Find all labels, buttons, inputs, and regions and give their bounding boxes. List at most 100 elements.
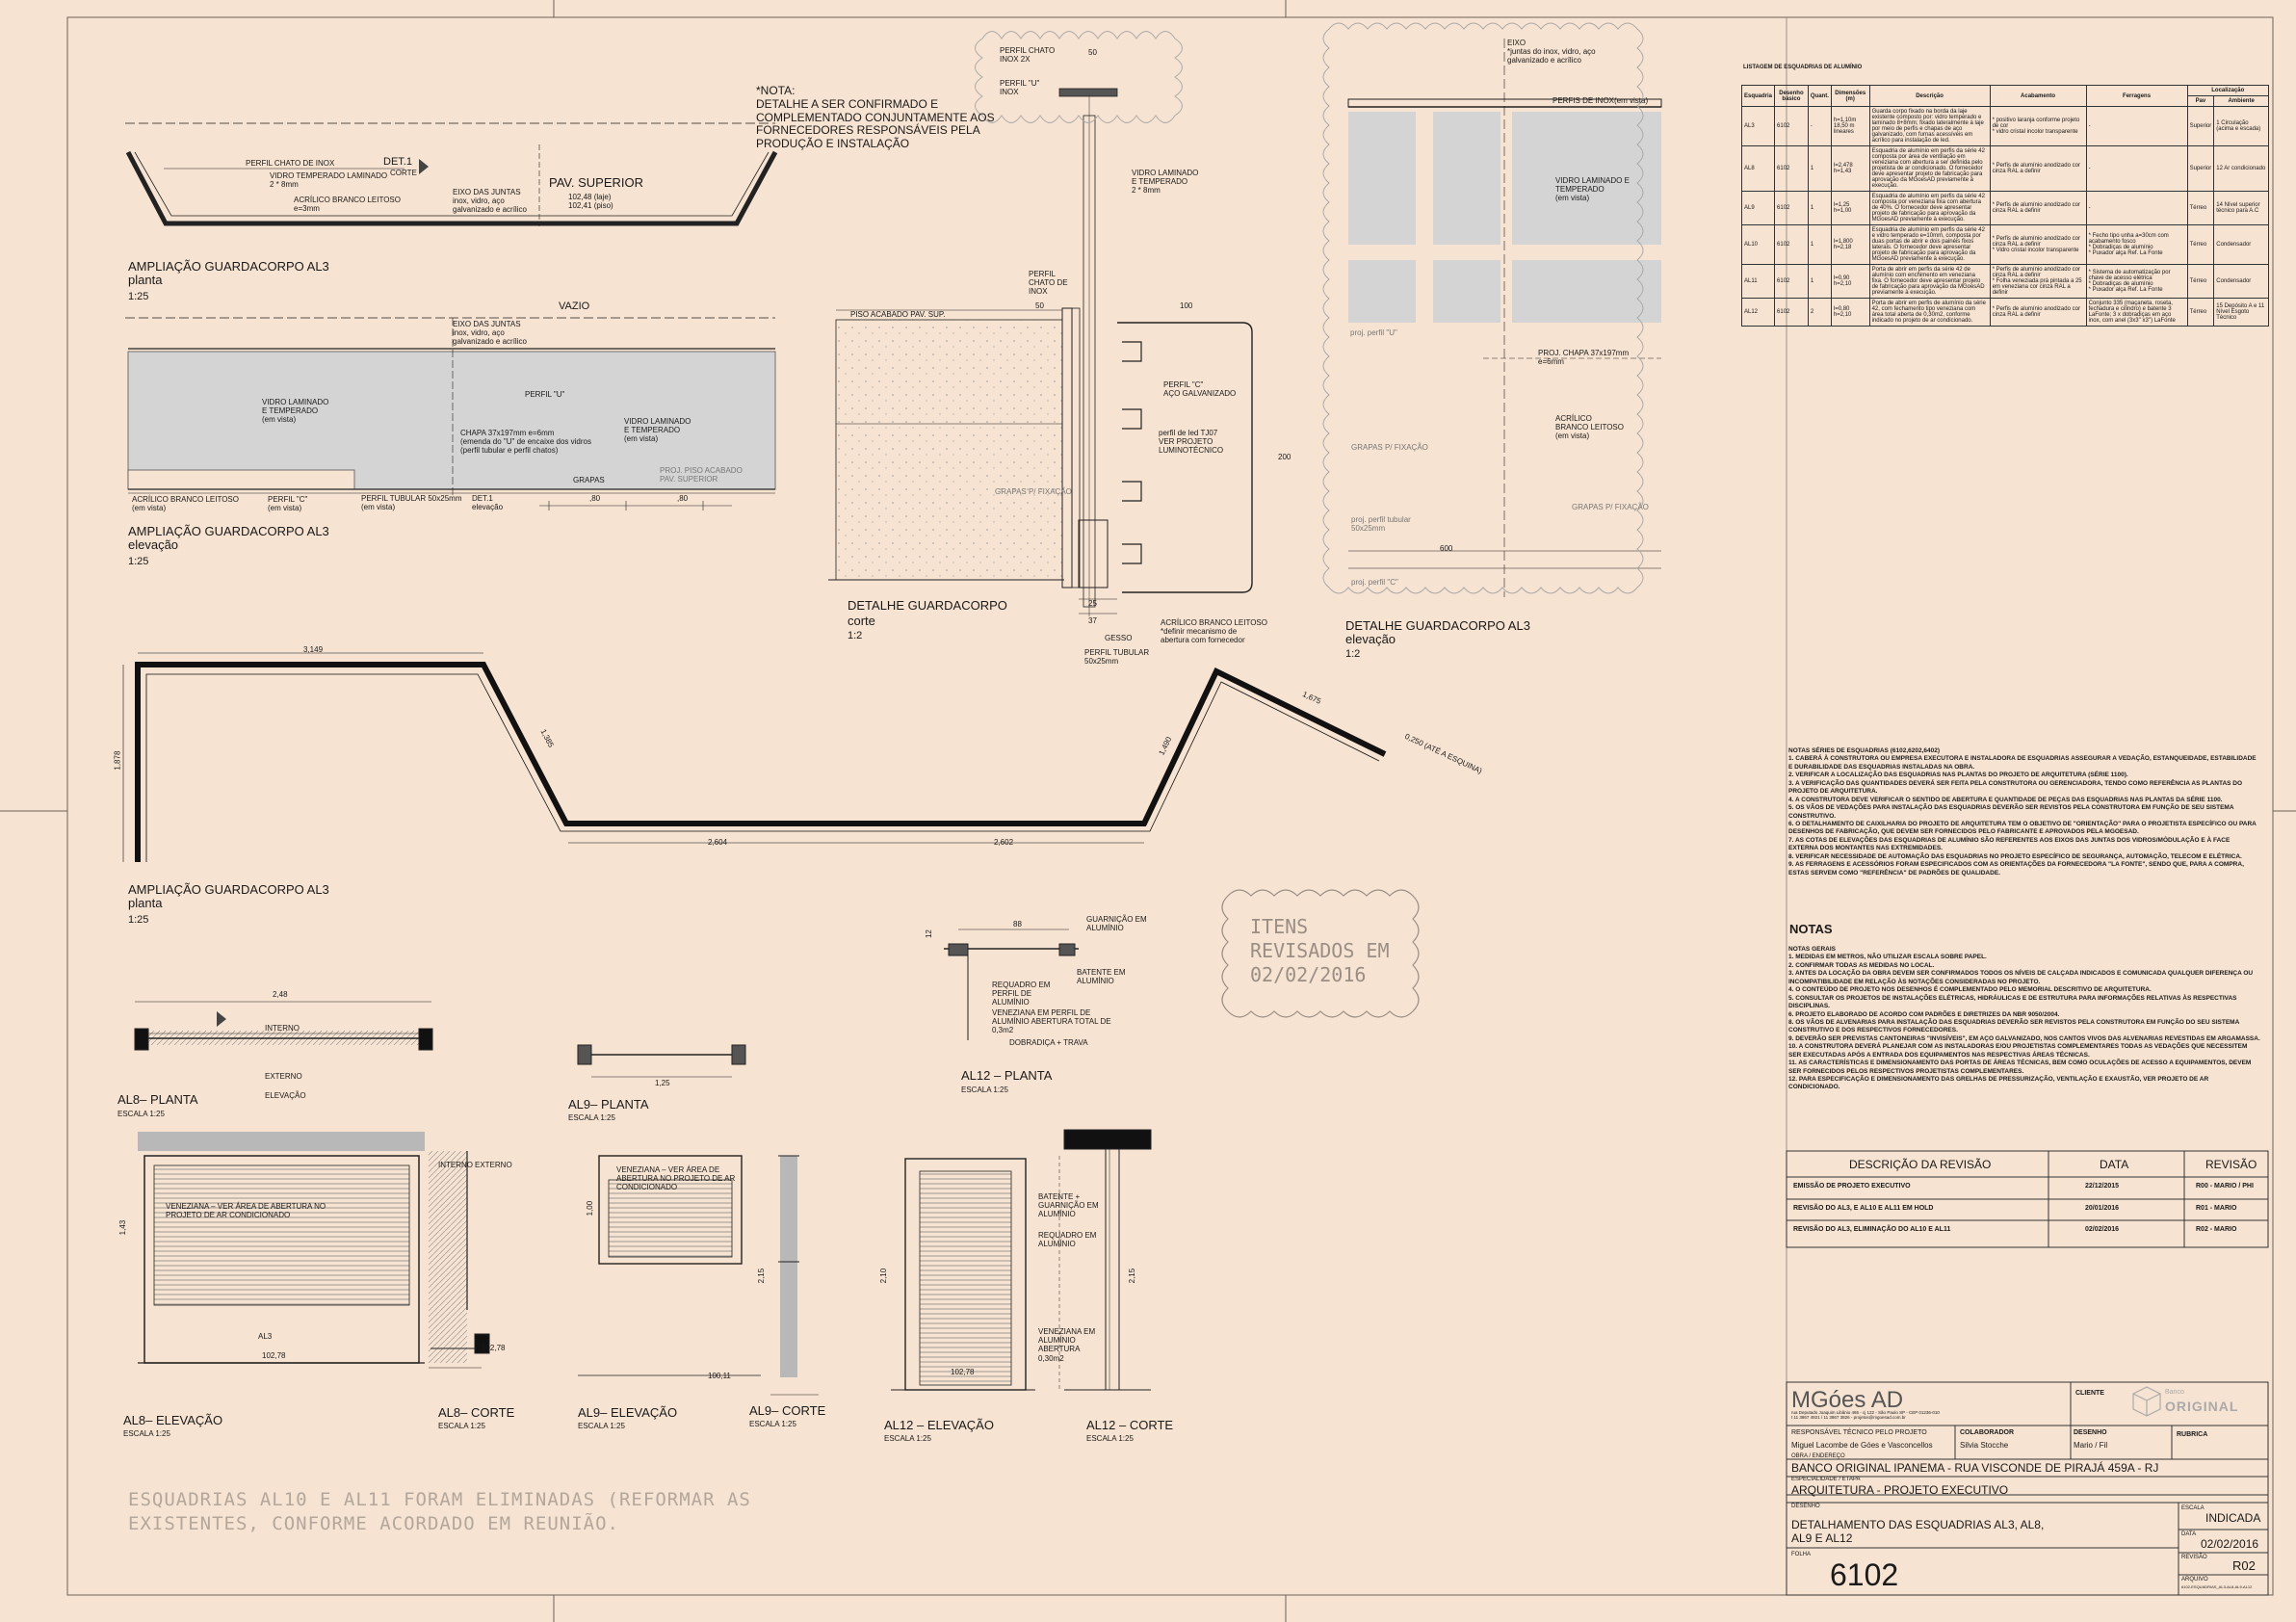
listing-cell: Porta de abrir em perfis da série 42 de …	[1868, 264, 1991, 299]
title-al3-planta-big: AMPLIAÇÃO GUARDACORPO AL3	[128, 882, 329, 897]
title-al12-corte: AL12 – CORTE	[1086, 1418, 1174, 1432]
scale-al9-elev: ESCALA 1:25	[578, 1422, 625, 1430]
label-externo-al8: EXTERNO	[265, 1072, 302, 1081]
data-value: 02/02/2016	[2201, 1537, 2259, 1551]
al9-elevacao-drawing	[578, 1155, 761, 1376]
label-gesso: GESSO	[1105, 634, 1133, 642]
label-perfil-c-aco: PERFIL "C" AÇO GALVANIZADO	[1163, 380, 1237, 399]
listing-cell: Térreo	[2186, 224, 2215, 265]
al8-planta-drawing	[134, 1001, 433, 1051]
dim-50-top: 50	[1088, 48, 1097, 57]
revision-cell: R02 - MARIO	[2196, 1226, 2237, 1233]
level-al8: 102,78	[262, 1351, 286, 1360]
label-requadro-al: REQUADRO EM ALUMÍNIO	[1038, 1231, 1097, 1249]
label-guarnicao: GUARNIÇÃO EM ALUMÍNIO	[1086, 915, 1147, 933]
listing-cell: Porta de abrir em perfis de alumínio da …	[1868, 298, 1991, 327]
label-vidro-vista-2: VIDRO LAMINADO E TEMPERADO (em vista)	[624, 417, 691, 444]
revisions-grid	[1786, 1150, 2269, 1248]
scale-al9-corte: ESCALA 1:25	[749, 1420, 796, 1428]
resp-label: RESPONSÁVEL TÉCNICO PELO PROJETO	[1791, 1429, 1927, 1436]
label-acrilico: ACRÍLICO BRANCO LEITOSO e=3mm	[294, 196, 401, 214]
escala-label: ESCALA	[2181, 1505, 2205, 1511]
label-proj-chapa: PROJ. CHAPA 37x197mm e=6mm	[1538, 349, 1630, 367]
dim-200: 200	[1278, 453, 1292, 461]
title-al12-planta: AL12 – PLANTA	[961, 1068, 1053, 1083]
label-perfil-tubular-corte: PERFIL TUBULAR 50x25mm	[1084, 648, 1150, 667]
firm-logo: MGóes AD	[1791, 1387, 1904, 1413]
label-perfil-chato: PERFIL CHATO DE INOX	[246, 159, 335, 168]
listing-cell: Esquadria de alumínio em perfis da série…	[1868, 145, 1991, 192]
scale-al12-corte: ESCALA 1:25	[1086, 1434, 1134, 1443]
label-eixo-top: EIXO *juntas do inox, vidro, aço galvani…	[1507, 39, 1596, 65]
listing-cell: * Perfis de alumínio anodizado cor cinza…	[1989, 224, 2087, 265]
listing-cell: 6102	[1774, 145, 1809, 192]
listing-cell: 1	[1807, 145, 1832, 192]
scale-al8-elev: ESCALA 1:25	[123, 1429, 170, 1438]
detalhe-elevacao-drawing	[1347, 39, 1662, 597]
dim-50-mid: 50	[1035, 301, 1044, 310]
al3-planta-top-drawing	[125, 122, 778, 226]
title-al8-corte: AL8– CORTE	[438, 1405, 515, 1420]
listing-cell: Superior	[2186, 106, 2215, 146]
label-levels: 102,48 (laje) 102,41 (piso)	[568, 193, 613, 211]
level-al12: 102,78	[951, 1368, 975, 1376]
listing-cell: * positivo laranja conforme projeto de c…	[1989, 106, 2087, 146]
arquivo-label: ARQUIVO	[2181, 1577, 2208, 1583]
label-proj-piso: PROJ. PISO ACABADO PAV. SUPERIOR	[660, 466, 743, 484]
listing-title: LISTAGEM DE ESQUADRIAS DE ALUMÍNIO	[1743, 65, 1863, 70]
listing-cell: * Fecho tipo unha a=30cm com acabamento …	[2085, 224, 2188, 265]
listing-header: Descrição	[1868, 85, 1991, 107]
title-al3-planta-top: AMPLIAÇÃO GUARDACORPO AL3	[128, 259, 329, 274]
revision-stamp: ITENS REVISADOS EM 02/02/2016	[1250, 915, 1390, 986]
label-pav-superior: PAV. SUPERIOR	[549, 175, 644, 190]
cloud-detalhe-elev	[1322, 22, 1644, 594]
label-vidro-temperado: VIDRO TEMPERADO LAMINADO 2 * 8mm	[270, 171, 388, 190]
arquivo-value: 6102-ESQUADRIAS_AL3-AL8-AL9-AL12	[2181, 1584, 2253, 1589]
listing-cell: Condensador	[2213, 264, 2269, 299]
label-dobradica: DOBRADIÇA + TRAVA	[1009, 1038, 1088, 1047]
scale-al12-planta: ESCALA 1:25	[961, 1086, 1008, 1094]
dim-3149: 3,149	[303, 645, 324, 654]
scale-detalhe-elev: 1:2	[1345, 648, 1361, 660]
label-proj-perfil-u: proj. perfil "U"	[1350, 328, 1397, 337]
listing-cell: 14 Nível superior técnico para A.C	[2213, 191, 2269, 225]
dim-88: 88	[1013, 920, 1022, 929]
label-perfil-u: PERFIL "U"	[525, 390, 565, 399]
listing-cell: AL10	[1740, 224, 1776, 265]
label-proj-perfil-tubular: proj. perfil tubular 50x25mm	[1351, 515, 1411, 534]
desenho-name: Mario / Fil	[2074, 1441, 2108, 1450]
dim-143: 1,43	[118, 1219, 128, 1236]
label-perfil-tubular-vista: PERFIL TUBULAR 50x25mm (em vista)	[361, 494, 462, 512]
revision-cell: REVISÃO DO AL3, ELIMINAÇÃO DO AL10 E AL1…	[1793, 1226, 1951, 1233]
revision-cell: 20/01/2016	[2085, 1205, 2120, 1212]
obra-value: BANCO ORIGINAL IPANEMA - RUA VISCONDE DE…	[1791, 1461, 2159, 1475]
label-interno-al8: INTERNO	[265, 1024, 300, 1033]
al3-planta-big-drawing	[122, 652, 1387, 862]
listing-header: Dimensões (m)	[1830, 85, 1870, 107]
dim-37: 37	[1088, 616, 1097, 625]
listing-cell: AL8	[1740, 145, 1776, 192]
listing-header: Esquadria	[1740, 85, 1776, 107]
desenho-label: DESENHO	[2074, 1429, 2107, 1436]
dim-125: 1,25	[655, 1079, 670, 1087]
dim-1878: 1,878	[113, 750, 122, 771]
label-grapas: GRAPAS	[573, 476, 605, 484]
dim-80b: ,80	[677, 494, 689, 503]
listing-cell: 1	[1807, 224, 1832, 265]
label-eixo-juntas: EIXO DAS JUNTAS inox, vidro, aço galvani…	[453, 188, 527, 215]
scale-al3-planta-big: 1:25	[128, 914, 149, 926]
rev-header-desc: DESCRIÇÃO DA REVISÃO	[1849, 1158, 1992, 1171]
dim-100: 100	[1180, 301, 1193, 310]
listing-cell: 12 Ar condicionado	[2213, 145, 2269, 192]
listing-header-localizacao: Localização	[2186, 85, 2270, 96]
revision-cell: EMISSÃO DE PROJETO EXECUTIVO	[1793, 1183, 1911, 1190]
folha-label: FOLHA	[1791, 1552, 1812, 1557]
label-grapas-fixacao: GRAPAS P/ FIXAÇÃO	[995, 487, 1072, 496]
label-vidro-lam-vista: VIDRO LAMINADO E TEMPERADO (em vista)	[1555, 176, 1630, 203]
folha-value: 6102	[1830, 1557, 1899, 1592]
listing-cell: Esquadria de alumínio em perfis da série…	[1868, 191, 1991, 225]
